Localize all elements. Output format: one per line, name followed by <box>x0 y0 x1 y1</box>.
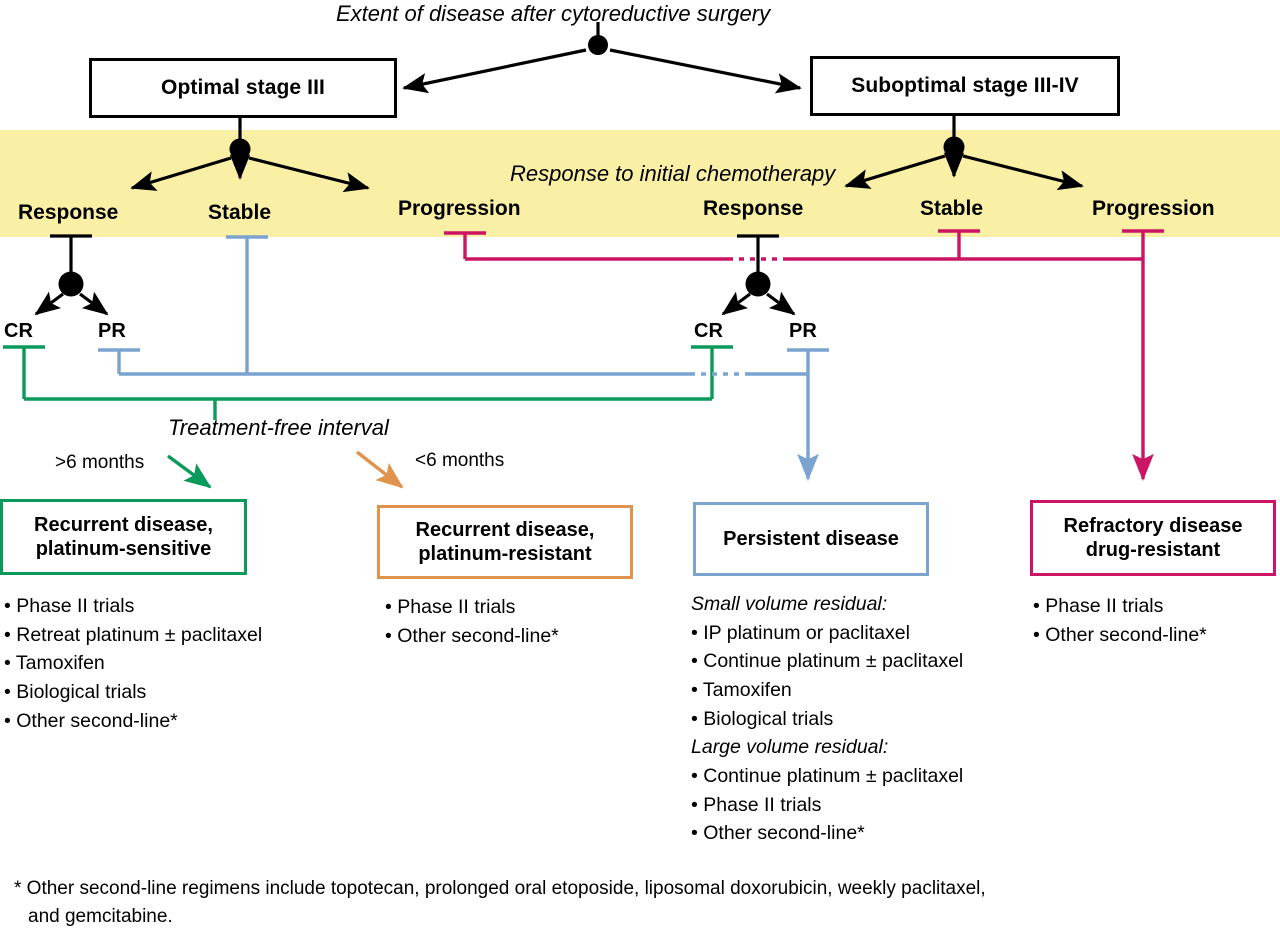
outcome-title-line1: Recurrent disease, <box>34 513 213 536</box>
list-item: • Retreat platinum ± paclitaxel <box>4 623 263 646</box>
outcome-title: Persistent disease <box>723 527 899 550</box>
left-response-junction-dot <box>58 271 84 297</box>
label-lt-6-months: <6 months <box>415 450 505 471</box>
list-item: • Tamoxifen <box>691 678 792 701</box>
label-stable-right: Stable <box>920 197 984 220</box>
outcome-title-line1: Recurrent disease, <box>415 518 595 541</box>
root-to-optimal <box>402 48 587 94</box>
list-item: • Phase II trials <box>1033 595 1164 617</box>
outcome-title: Recurrent disease, platinum-sensitive <box>34 513 213 562</box>
list-item: • Phase II trials <box>385 596 516 618</box>
green-arrow-to-sensitive <box>166 454 212 489</box>
list-item: • Continue platinum ± paclitaxel <box>691 764 964 787</box>
list-item: • Other second-line* <box>1033 623 1207 646</box>
treatment-free-interval-title: Treatment-free interval <box>168 415 389 440</box>
list-item: • Other second-line* <box>4 709 178 732</box>
right-response-to-cr <box>721 291 751 316</box>
node-optimal-stage-iii[interactable]: Optimal stage III <box>89 58 397 118</box>
outcome-box-persistent-disease[interactable]: Persistent disease <box>693 502 929 576</box>
root-junction-dot <box>588 35 608 55</box>
outcome-title: Recurrent disease, platinum-resistant <box>416 518 595 567</box>
list-item: • Biological trials <box>691 707 834 730</box>
list-item: • Other second-line* <box>691 822 865 845</box>
bullets-platinum-sensitive: • Phase II trials • Retreat platinum ± p… <box>4 592 262 735</box>
label-pr-right: PR <box>789 320 817 342</box>
footnote-line-2: and gemcitabine. <box>28 905 173 927</box>
label-response-left: Response <box>18 201 119 224</box>
outcome-title-line2: platinum-resistant <box>418 543 592 565</box>
root-to-suboptimal <box>609 48 802 94</box>
list-group-heading: Large volume residual: <box>691 736 889 759</box>
outcome-box-refractory-disease[interactable]: Refractory disease drug-resistant <box>1030 500 1276 576</box>
page-title: Extent of disease after cytoreductive su… <box>336 1 771 26</box>
label-cr-right: CR <box>694 320 723 342</box>
footnote-line-1: * Other second-line regimens include top… <box>14 878 986 899</box>
outcome-box-platinum-sensitive[interactable]: Recurrent disease, platinum-sensitive <box>0 499 247 575</box>
outcome-title-line2: drug-resistant <box>1085 539 1221 561</box>
label-gt-6-months: >6 months <box>55 452 145 473</box>
band-title: Response to initial chemotherapy <box>510 161 836 186</box>
list-item: • Phase II trials <box>4 595 135 617</box>
label-stable-left: Stable <box>208 201 272 224</box>
right-response-to-pr <box>766 291 796 316</box>
bullets-platinum-resistant: • Phase II trials • Other second-line* <box>385 593 559 650</box>
bullets-refractory-disease: • Phase II trials • Other second-line* <box>1033 592 1207 649</box>
label-pr-left: PR <box>98 320 126 342</box>
node-suboptimal-stage-iii-iv[interactable]: Suboptimal stage III-IV <box>810 56 1120 116</box>
list-item: • IP platinum or paclitaxel <box>691 621 910 644</box>
list-item: • Continue platinum ± paclitaxel <box>691 650 964 673</box>
label-response-right: Response <box>703 197 804 220</box>
bullets-persistent-disease: Small volume residual: • IP platinum or … <box>691 590 963 848</box>
list-group-heading: Small volume residual: <box>691 593 888 615</box>
outcome-box-platinum-resistant[interactable]: Recurrent disease, platinum-resistant <box>377 505 633 579</box>
left-response-to-pr <box>79 291 109 316</box>
node-label: Optimal stage III <box>161 76 325 99</box>
node-label: Suboptimal stage III-IV <box>851 74 1079 97</box>
outcome-title: Refractory disease drug-resistant <box>1064 514 1243 563</box>
list-item: • Tamoxifen <box>4 652 105 675</box>
right-response-junction-dot <box>745 271 771 297</box>
left-response-to-cr <box>34 291 64 316</box>
orange-arrow-to-resistant <box>355 450 404 489</box>
outcome-title-line1: Refractory disease <box>1063 514 1243 537</box>
outcome-title-line2: platinum-sensitive <box>35 538 212 560</box>
list-item: • Biological trials <box>4 680 147 703</box>
footnote: * Other second-line regimens include top… <box>14 875 1264 930</box>
list-item: • Other second-line* <box>385 624 559 647</box>
label-progression-right: Progression <box>1092 197 1215 220</box>
label-progression-left: Progression <box>398 197 521 220</box>
list-item: • Phase II trials <box>691 793 822 816</box>
label-cr-left: CR <box>4 320 33 342</box>
